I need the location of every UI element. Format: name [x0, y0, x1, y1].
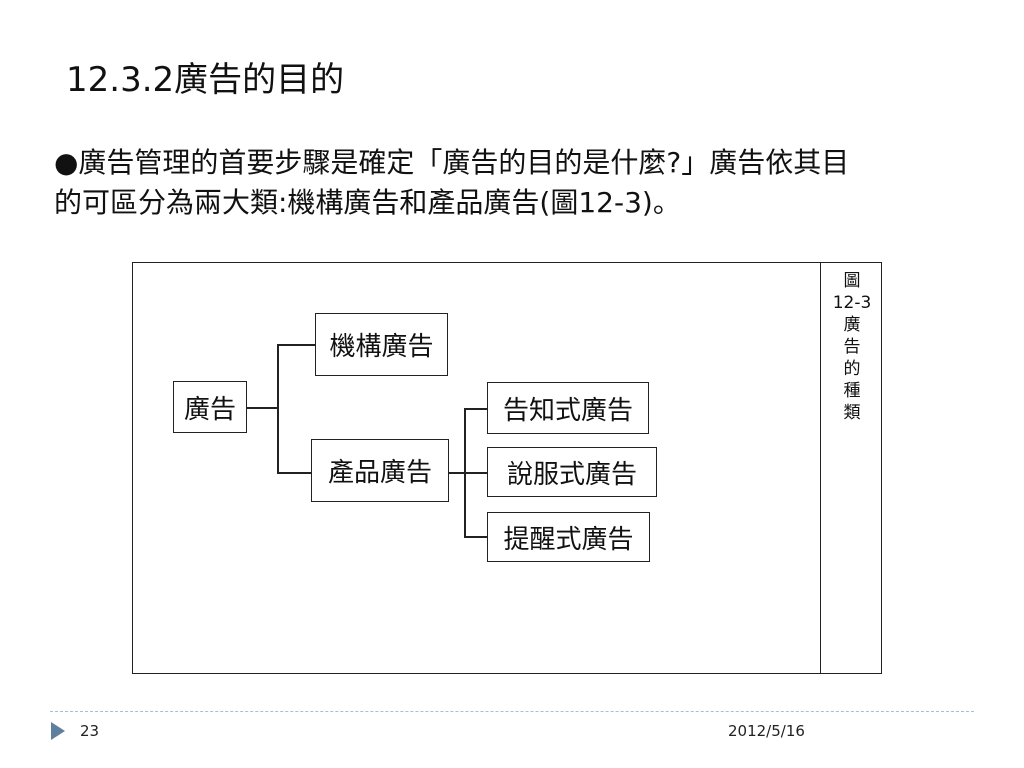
- slide-date: 2012/5/16: [728, 722, 805, 740]
- node-reminder-ad: 提醒式廣告: [487, 512, 650, 562]
- node-institutional-ad: 機構廣告: [315, 313, 448, 376]
- caption-char: 12-3: [832, 293, 872, 313]
- node-product-ad: 產品廣告: [311, 439, 449, 502]
- caption-char: 種: [843, 381, 861, 401]
- connector-persuasive: [464, 472, 488, 474]
- page-number: 23: [80, 722, 100, 740]
- play-arrow-icon: [51, 722, 65, 740]
- caption-char: 廣: [843, 315, 861, 335]
- paragraph-line-2: 的可區分為兩大類:機構廣告和產品廣告(圖12-3)。: [54, 186, 681, 219]
- slide-title: 12.3.2廣告的目的: [66, 60, 345, 100]
- connector-informative: [464, 408, 488, 410]
- node-informative-ad: 告知式廣告: [487, 382, 649, 434]
- connector-product: [277, 472, 312, 474]
- figure-caption: 圖 12-3 廣 告 的 種 類: [820, 262, 883, 674]
- diagram-frame: [132, 262, 882, 674]
- connector-institutional: [277, 344, 316, 346]
- footer-divider: [50, 711, 974, 712]
- connector-root: [246, 407, 278, 409]
- body-paragraph: ●廣告管理的首要步驟是確定「廣告的目的是什麼?」廣告依其目 的可區分為兩大類:機…: [54, 143, 954, 223]
- connector-level1-spine: [277, 344, 279, 473]
- connector-product-out: [448, 472, 465, 474]
- caption-char: 圖: [843, 271, 861, 291]
- node-advertising: 廣告: [173, 381, 247, 433]
- caption-char: 類: [843, 403, 861, 423]
- connector-reminder: [464, 536, 488, 538]
- node-persuasive-ad: 說服式廣告: [487, 447, 657, 497]
- caption-char: 告: [843, 337, 861, 357]
- caption-char: 的: [843, 359, 861, 379]
- paragraph-line-1: ●廣告管理的首要步驟是確定「廣告的目的是什麼?」廣告依其目: [54, 146, 850, 179]
